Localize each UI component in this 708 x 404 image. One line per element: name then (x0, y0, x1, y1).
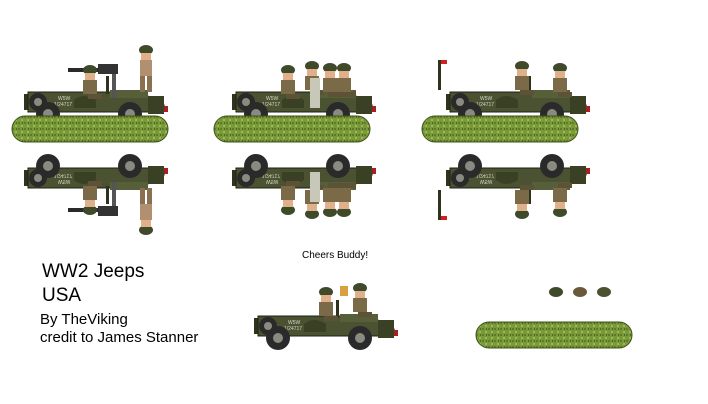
grass-base-passengers (213, 115, 371, 143)
helmet-icon (549, 287, 563, 297)
jeep-machine-gun-sprite (11, 10, 169, 245)
sheet-title: WW2 Jeeps (42, 261, 145, 282)
sheet-author: By TheViking (40, 311, 128, 328)
jeep-passengers-sprite (213, 10, 382, 245)
helmets-sprite (549, 287, 611, 297)
grass-base-officers (421, 115, 579, 143)
jeep-officers-mirrored (438, 154, 590, 220)
jeep-machine-gun-mirrored (24, 154, 168, 235)
jeep-passengers-mirrored (232, 154, 376, 219)
jeep-cheers-sprite (253, 283, 399, 351)
helmet-icon (597, 287, 611, 297)
grass-base-sprite (475, 321, 633, 349)
helmet-icon (573, 287, 587, 297)
speech-bubble: Cheers Buddy! (302, 250, 369, 261)
sheet-country: USA (42, 285, 82, 306)
sheet-credit: credit to James Stanner (40, 329, 199, 346)
jeep-officers-sprite (421, 10, 590, 245)
grass-base-mg (11, 115, 169, 143)
jeep-machine-gun-upright (24, 45, 168, 126)
